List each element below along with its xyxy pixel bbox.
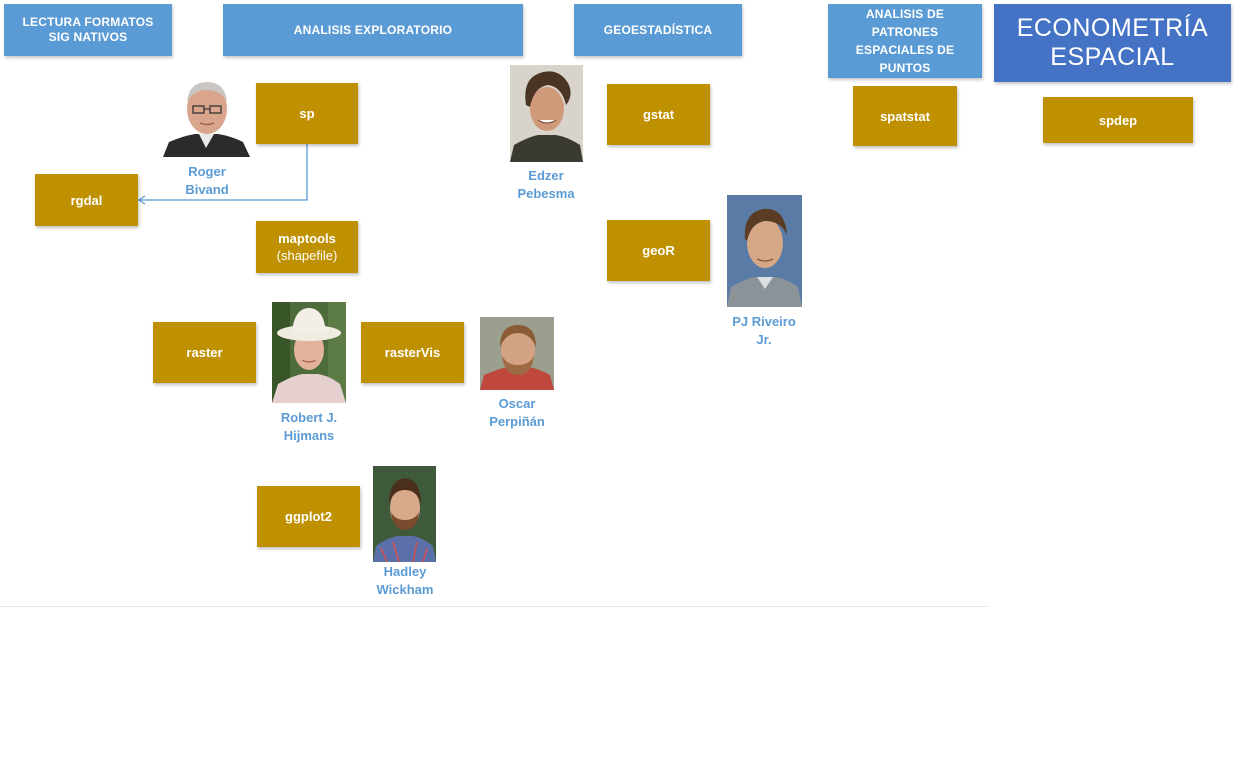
package-geor: geoR — [607, 220, 710, 281]
package-spdep: spdep — [1043, 97, 1193, 143]
diagram-canvas — [0, 606, 988, 607]
package-rastervis: rasterVis — [361, 322, 464, 383]
photo-hadley-wickham — [373, 466, 436, 562]
name-edzer-pebesma: Edzer Pebesma — [517, 168, 575, 201]
name-robert-hijmans: Robert J. Hijmans — [280, 410, 338, 443]
package-raster: raster — [153, 322, 256, 383]
photo-edzer-pebesma — [510, 65, 583, 162]
photo-roger-bivand — [163, 76, 250, 157]
package-sp: sp — [256, 83, 358, 144]
photo-robert-hijmans — [272, 302, 346, 403]
name-hadley-wickham: Hadley Wickham — [376, 564, 434, 597]
package-maptools: maptools (shapefile) — [256, 221, 358, 273]
photo-oscar-perpinan — [480, 317, 554, 390]
package-gstat: gstat — [607, 84, 710, 145]
package-ggplot2: ggplot2 — [257, 486, 360, 547]
header-patrones-espaciales: ANALISIS DE PATRONES ESPACIALES DE PUNTO… — [828, 4, 982, 78]
photo-pj-riveiro — [727, 195, 802, 307]
package-maptools-sublabel: (shapefile) — [276, 248, 338, 263]
header-econometria-espacial: ECONOMETRÍA ESPACIAL — [994, 4, 1231, 82]
name-oscar-perpinan: Oscar Perpiñán — [489, 396, 545, 429]
header-lectura-formatos: LECTURA FORMATOS SIG NATIVOS — [4, 4, 172, 56]
name-pj-riveiro: PJ Riveiro Jr. — [732, 314, 796, 347]
header-geoestadistica: GEOESTADÍSTICA — [574, 4, 742, 56]
package-rgdal: rgdal — [35, 174, 138, 226]
header-analisis-exploratorio: ANALISIS EXPLORATORIO — [223, 4, 523, 56]
package-spatstat: spatstat — [853, 86, 957, 146]
package-maptools-label: maptools — [278, 231, 336, 246]
name-roger-bivand: Roger Bivand — [185, 164, 229, 197]
